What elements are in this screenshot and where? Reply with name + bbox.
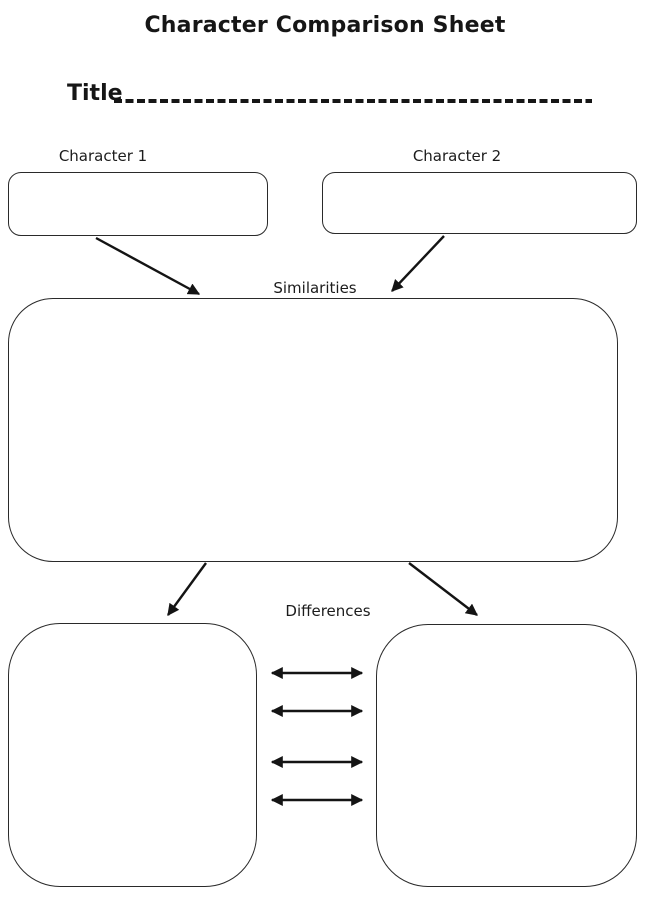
differences-right-box[interactable]	[376, 624, 637, 887]
page-title: Character Comparison Sheet	[144, 13, 506, 38]
similarities-label: Similarities	[273, 279, 357, 297]
character2-box[interactable]	[322, 172, 637, 234]
arrow-similarities-to-left-difference	[167, 562, 207, 616]
differences-label: Differences	[285, 602, 371, 620]
arrow-character1-to-similarities	[95, 236, 201, 296]
title-fill-in-line[interactable]	[114, 99, 592, 103]
title-field-label: Title	[67, 81, 123, 106]
character1-label: Character 1	[58, 147, 148, 165]
character2-label: Character 2	[412, 147, 502, 165]
similarities-box[interactable]	[8, 298, 618, 562]
character1-box[interactable]	[8, 172, 268, 236]
differences-left-box[interactable]	[8, 623, 257, 887]
arrow-character2-to-similarities	[391, 235, 445, 292]
arrow-similarities-to-right-difference	[408, 562, 478, 616]
